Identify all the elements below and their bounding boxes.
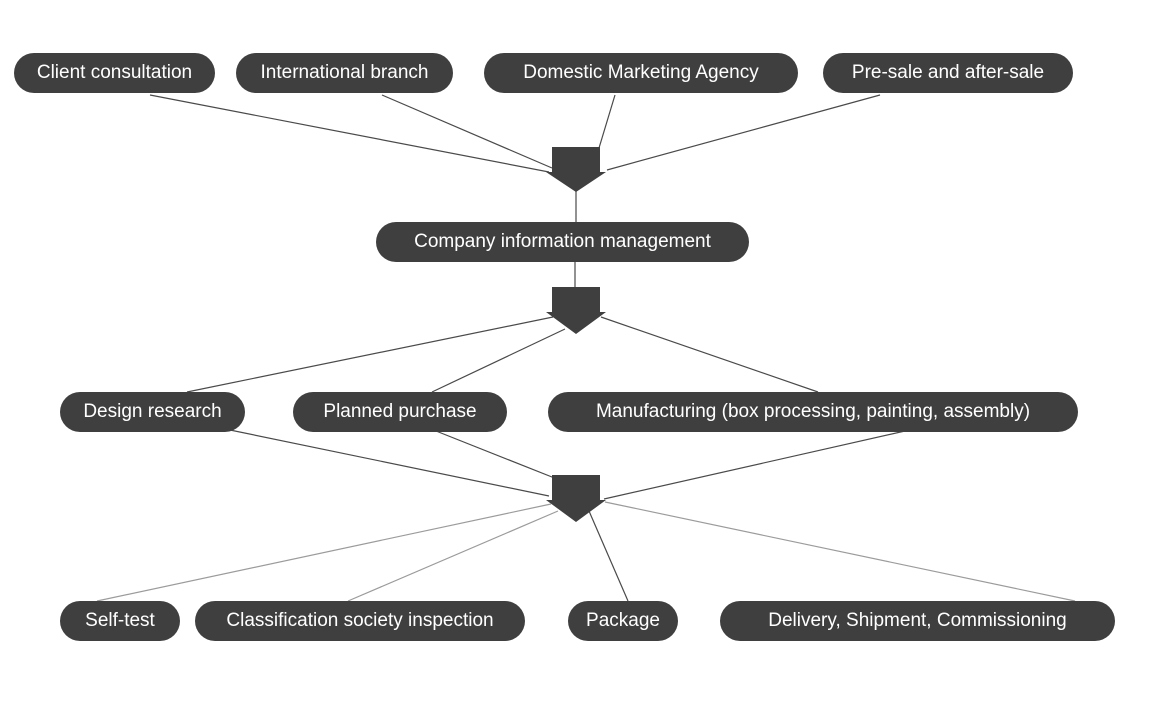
down-arrow-2-icon <box>546 287 606 334</box>
node-planned-purchase: Planned purchase <box>293 392 507 432</box>
down-arrow-3-icon <box>546 475 606 522</box>
connector-arrow3-to-self-test <box>96 503 552 602</box>
node-client-consultation: Client consultation <box>14 53 215 93</box>
connector-client-consultation-to-arrow1 <box>149 94 550 173</box>
node-self-test: Self-test <box>60 601 180 641</box>
connector-manufacturing-to-arrow3 <box>603 430 906 500</box>
connector-pre-sale-to-arrow1 <box>606 94 881 171</box>
connector-arrow3-to-delivery <box>604 501 1076 602</box>
connector-domestic-marketing-agency-to-arrow1 <box>598 94 616 149</box>
node-design-research: Design research <box>60 392 245 432</box>
connector-arrow3-to-package <box>588 510 629 602</box>
node-package: Package <box>568 601 678 641</box>
node-delivery-shipment-commissioning: Delivery, Shipment, Commissioning <box>720 601 1115 641</box>
connector-planned-purchase-to-arrow3 <box>435 430 558 480</box>
node-classification-society-inspection: Classification society inspection <box>195 601 525 641</box>
down-arrow-1-icon <box>546 147 606 192</box>
node-company-information-management: Company information management <box>376 222 749 262</box>
connector-arrow3-to-classification <box>347 510 559 602</box>
connector-arrow2-to-planned-purchase <box>431 328 566 393</box>
node-domestic-marketing-agency: Domestic Marketing Agency <box>484 53 798 93</box>
node-pre-sale-and-after-sale: Pre-sale and after-sale <box>823 53 1073 93</box>
connector-arrow2-to-manufacturing <box>600 316 819 393</box>
node-international-branch: International branch <box>236 53 453 93</box>
connector-arrow2-to-design-research <box>186 316 554 393</box>
connector-design-research-to-arrow3 <box>229 429 550 497</box>
connector-international-branch-to-arrow1 <box>381 94 553 169</box>
node-manufacturing: Manufacturing (box processing, painting,… <box>548 392 1078 432</box>
